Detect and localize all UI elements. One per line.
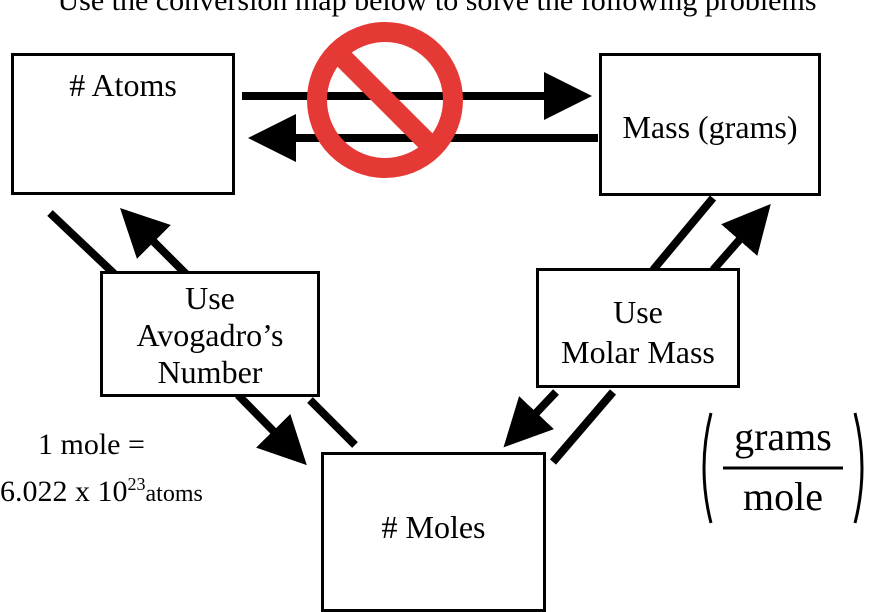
arrow-mass-to-moles	[503, 389, 559, 448]
fraction-denominator: mole	[743, 474, 823, 519]
molar-line-1: Use	[613, 294, 663, 330]
atoms-label: # Atoms	[69, 67, 177, 103]
equation-unit: atoms	[145, 481, 203, 507]
mass-label: Mass (grams)	[622, 109, 798, 145]
equation-line-2: 6.022 x 1023atoms	[0, 474, 203, 509]
left-paren	[702, 412, 713, 524]
atoms-box: # Atoms	[11, 53, 235, 195]
molar-mass-box: Use Molar Mass	[536, 268, 740, 388]
moles-box: # Moles	[321, 452, 546, 612]
line-moles-to-atoms-lower	[307, 397, 358, 448]
mass-box: Mass (grams)	[599, 53, 821, 196]
equation-number: 6.022 x 10	[0, 475, 128, 508]
avogadro-line-3: Number	[157, 354, 263, 390]
grams-per-mole-fraction: grams mole	[693, 408, 873, 528]
equation-exponent: 23	[127, 474, 146, 494]
equation-line-1: 1 mole =	[38, 428, 145, 461]
fraction-numerator: grams	[734, 414, 832, 459]
avogadro-line-1: Use	[185, 280, 235, 316]
arrow-moles-to-atoms	[120, 208, 193, 281]
line-mass-to-moles-upper	[649, 195, 717, 273]
molar-line-2: Molar Mass	[561, 334, 715, 370]
instruction-text: Use the conversion map below to solve th…	[57, 0, 817, 17]
arrow-moles-to-mass	[709, 203, 771, 273]
right-paren	[853, 412, 864, 524]
line-moles-to-mass-lower	[549, 389, 617, 465]
moles-label: # Moles	[381, 509, 486, 545]
prohibited-icon	[307, 22, 463, 178]
avogadro-box: Use Avogadro’s Number	[100, 271, 320, 397]
arrow-atoms-to-moles	[235, 392, 307, 466]
avogadro-line-2: Avogadro’s	[136, 317, 284, 353]
